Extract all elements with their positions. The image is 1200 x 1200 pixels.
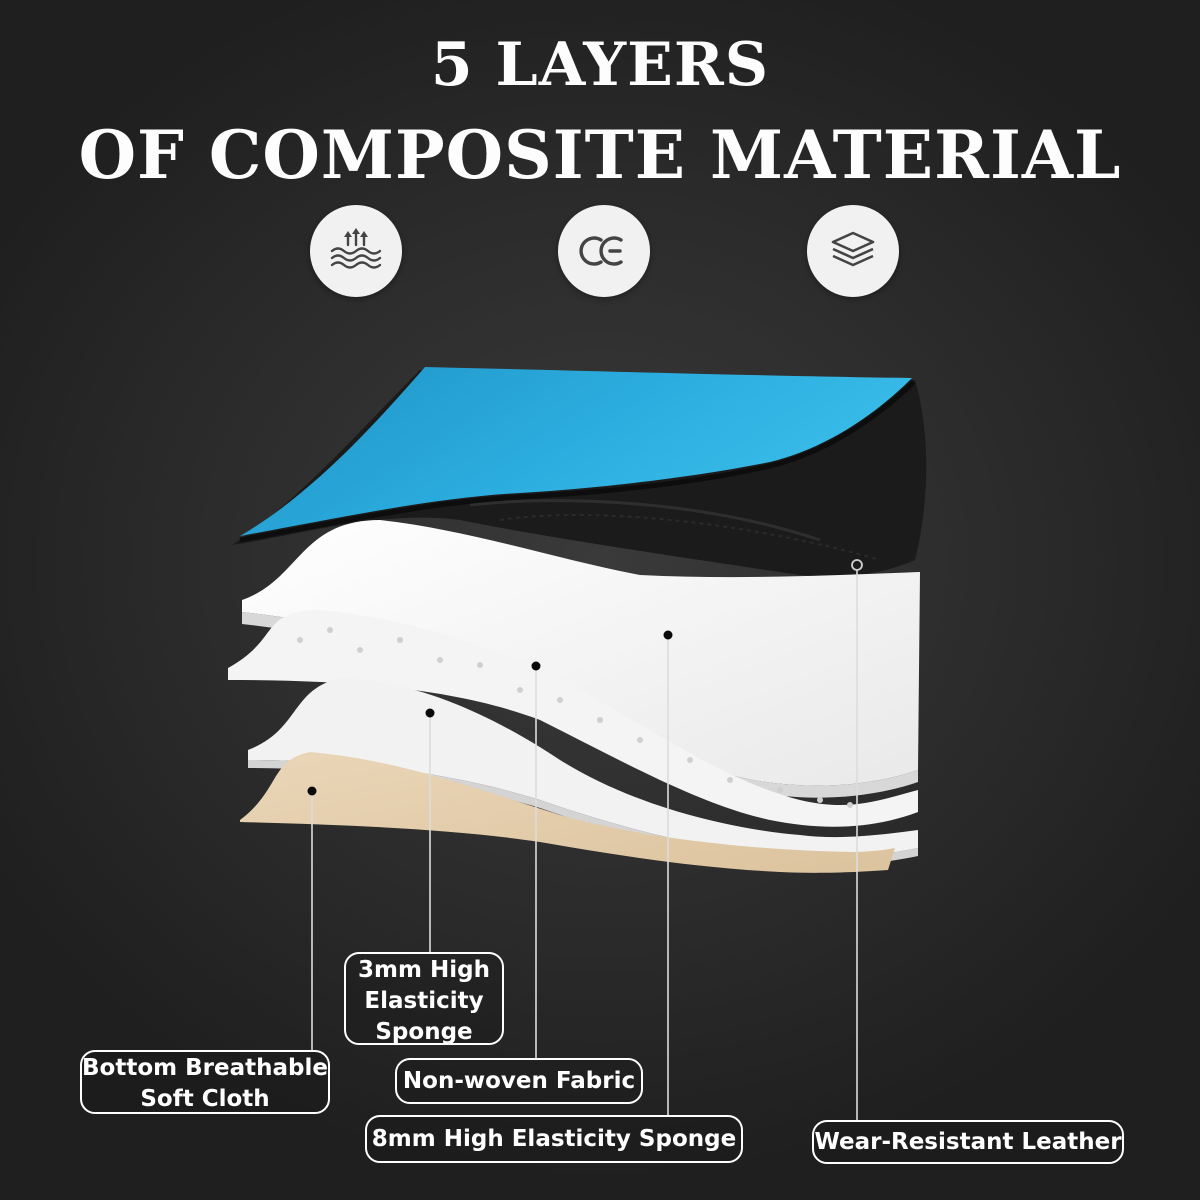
label-bottom-cloth-line-2: Soft Cloth [140, 1086, 270, 1112]
label-wear-resistant-leather: Wear-Resistant Leather [812, 1120, 1124, 1164]
label-3mm-sponge-line-1: 3mm High [358, 957, 490, 983]
sponge-8mm-layer [242, 520, 920, 786]
blue-top-layer [240, 367, 912, 536]
label-3mm-sponge-line-2: Elasticity [364, 988, 484, 1014]
label-8mm-sponge: 8mm High Elasticity Sponge [365, 1115, 743, 1163]
title-line-1: 5 LAYERS [430, 30, 770, 100]
layers-badge [807, 205, 899, 297]
sponge-3mm-layer [248, 678, 918, 858]
label-bottom-cloth: Bottom Breathable Soft Cloth [80, 1050, 330, 1114]
label-non-woven-fabric: Non-woven Fabric [395, 1058, 643, 1104]
ce-badge [558, 205, 650, 297]
breathable-badge [310, 205, 402, 297]
label-3mm-sponge: 3mm High Elasticity Sponge [344, 952, 504, 1045]
label-3mm-sponge-line-3: Sponge [375, 1019, 473, 1045]
non-woven-layer [228, 610, 918, 827]
title-line-2: OF COMPOSITE MATERIAL [78, 116, 1122, 194]
bottom-cloth-layer [240, 752, 895, 873]
ce-mark-icon [579, 236, 623, 266]
breathable-waves-icon [330, 228, 382, 269]
layers-icon [831, 231, 875, 267]
label-bottom-cloth-line-1: Bottom Breathable [82, 1055, 328, 1081]
